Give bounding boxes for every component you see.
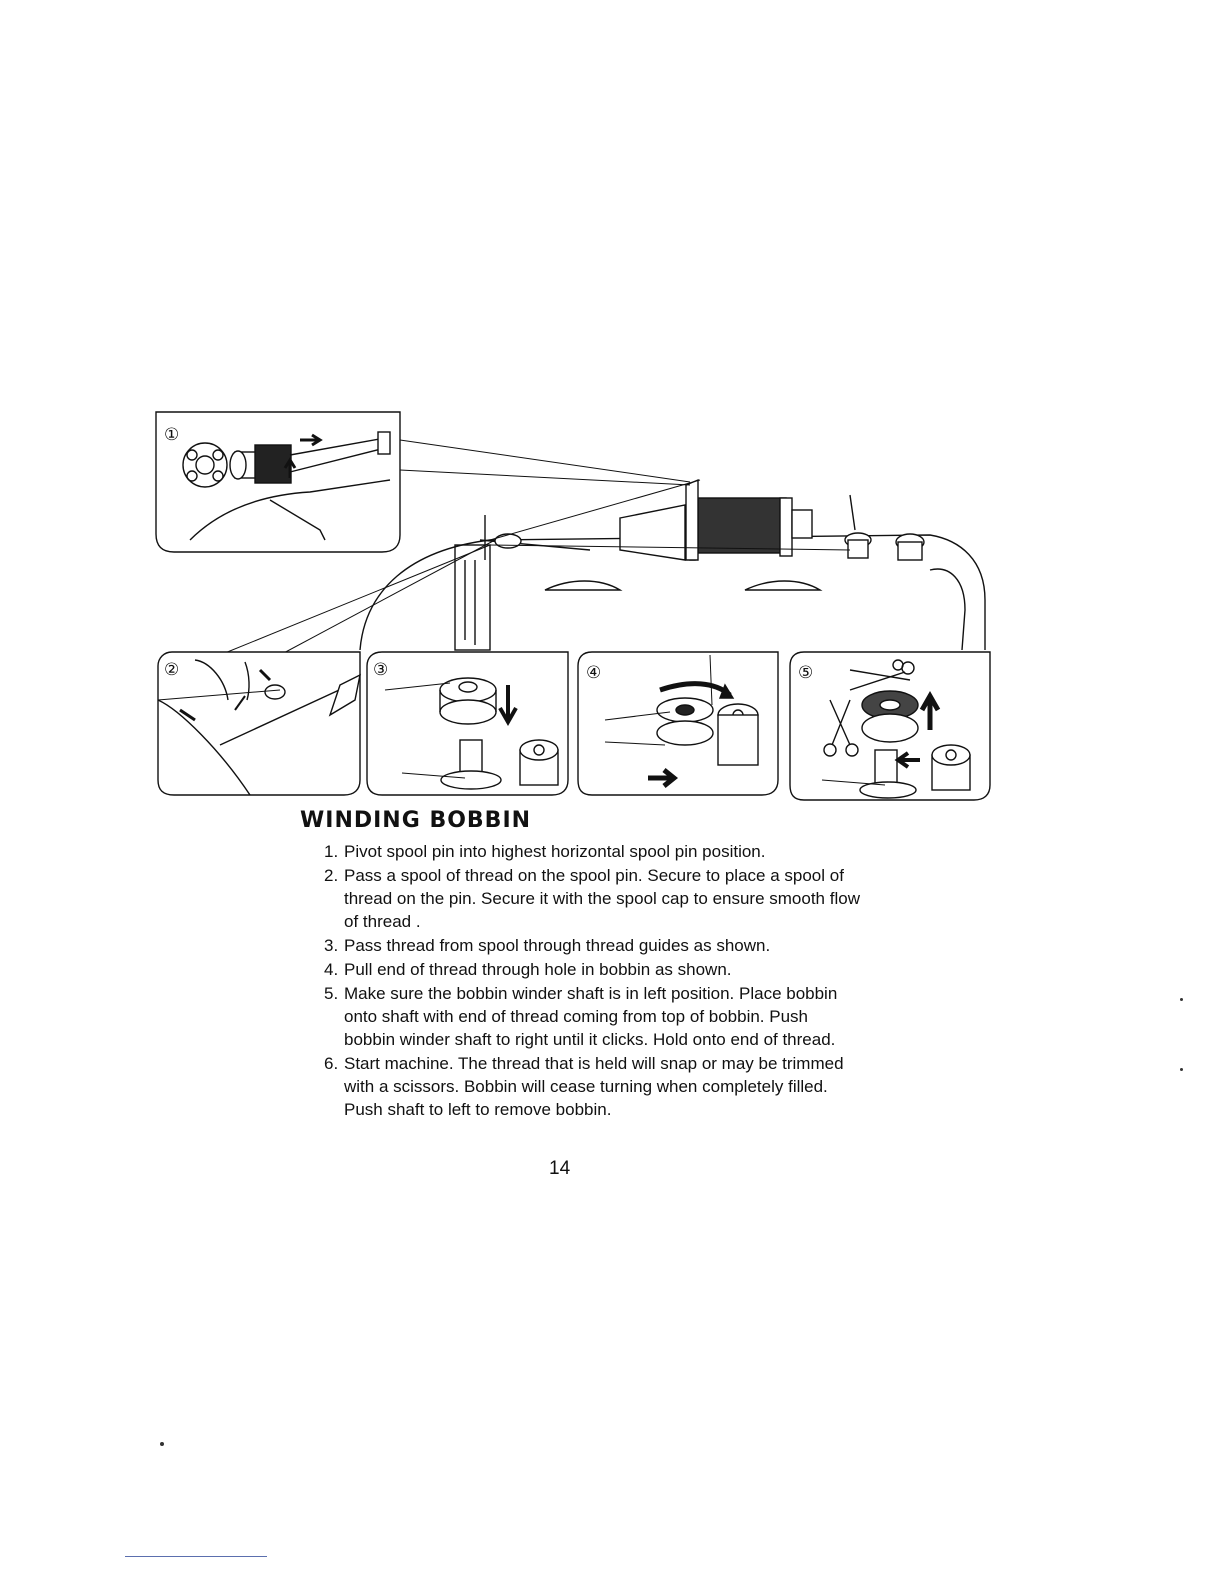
scan-speck (1180, 998, 1183, 1001)
panel-1 (156, 412, 400, 552)
step-item: 4. Pull end of thread through hole in bob… (320, 958, 860, 981)
panel-label-5: ⑤ (798, 663, 813, 683)
panel-5 (790, 652, 990, 800)
panel-3 (367, 652, 568, 795)
step-item: 2. Pass a spool of thread on the spool pi… (320, 864, 860, 933)
step-text: Pull end of thread through hole in bobbi… (344, 960, 732, 979)
panel-label-2: ② (164, 660, 179, 680)
scan-speck (1180, 1068, 1183, 1071)
scan-speck (160, 1442, 164, 1446)
panel-label-4: ④ (586, 663, 601, 683)
step-number: 6. (324, 1052, 338, 1075)
panel-label-1: ① (164, 425, 179, 445)
machine-top-drawing (360, 480, 985, 650)
step-text: Make sure the bobbin winder shaft is in … (344, 984, 837, 1049)
step-text: Pivot spool pin into highest horizontal … (344, 842, 766, 861)
step-number: 3. (324, 934, 338, 957)
page-number: 14 (549, 1158, 570, 1180)
step-item: 3. Pass thread from spool through thread … (320, 934, 860, 957)
step-number: 4. (324, 958, 338, 981)
step-number: 5. (324, 982, 338, 1005)
step-number: 1. (324, 840, 338, 863)
step-item: 5. Make sure the bobbin winder shaft is i… (320, 982, 860, 1051)
panel-2 (158, 652, 360, 795)
step-text: Pass thread from spool through thread gu… (344, 936, 770, 955)
scan-mark-line (125, 1556, 267, 1557)
panel-4 (578, 652, 778, 795)
step-item: 6. Start machine. The thread that is held… (320, 1052, 860, 1121)
section-title: WINDING BOBBIN (300, 808, 531, 833)
step-text: Pass a spool of thread on the spool pin.… (344, 866, 860, 931)
panel-label-3: ③ (373, 660, 388, 680)
step-item: 1. Pivot spool pin into highest horizonta… (320, 840, 860, 863)
steps-list: 1. Pivot spool pin into highest horizonta… (320, 840, 860, 1122)
step-number: 2. (324, 864, 338, 887)
winding-bobbin-illustration: ① ② ③ ④ ⑤ (150, 400, 1000, 810)
step-text: Start machine. The thread that is held w… (344, 1054, 844, 1119)
